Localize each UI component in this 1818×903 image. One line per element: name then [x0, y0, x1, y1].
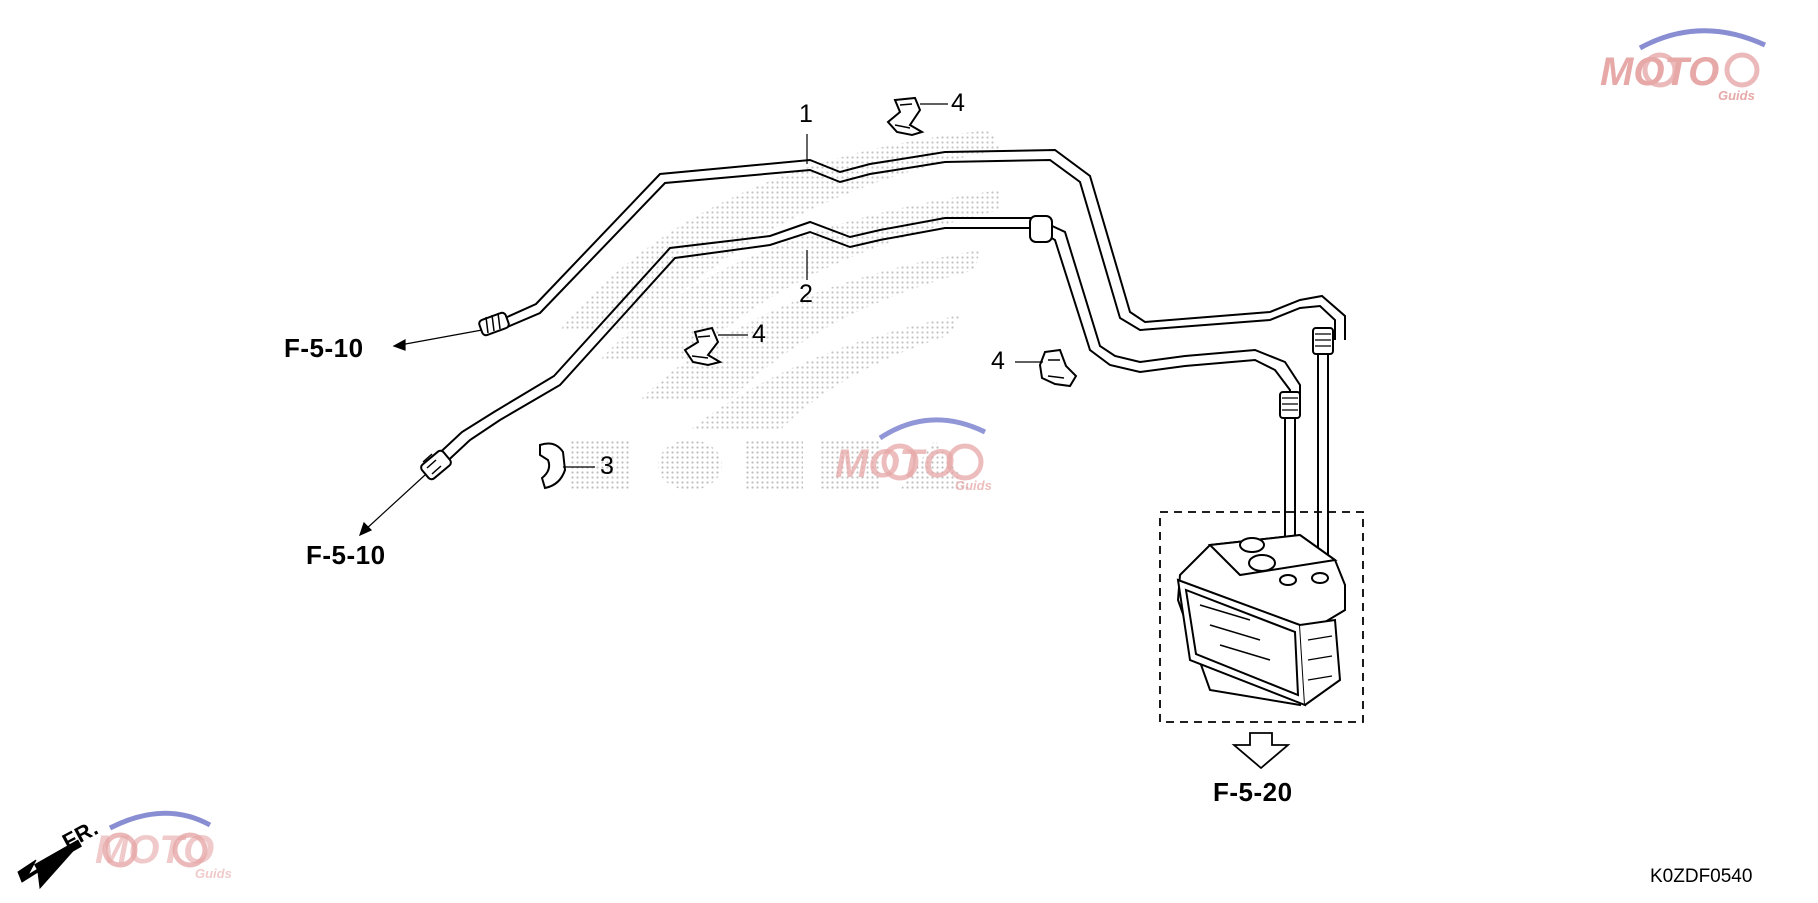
stipple-honda-letters — [570, 440, 970, 490]
watermark-sub-center: Guids — [955, 478, 992, 493]
pipe-1-flare-nut — [478, 311, 510, 337]
brake-pipe-2 — [431, 217, 1301, 469]
ref-modulator: F-5-20 — [1213, 777, 1293, 807]
pipe-2-flare-nut — [420, 449, 452, 481]
watermark-sub-bottom: Guids — [195, 866, 232, 881]
clip-part-4-mid — [683, 326, 723, 367]
arrow-upper-left-ref — [392, 329, 483, 351]
front-arrow-icon — [17, 839, 82, 890]
callout-part-4-top: 4 — [951, 89, 965, 117]
callout-part-3: 3 — [600, 452, 614, 480]
watermark-brand-top: MOTO — [1600, 50, 1720, 94]
arrow-lower-left-ref — [358, 474, 426, 537]
callout-part-4-mid: 4 — [752, 320, 766, 348]
callout-part-1: 1 — [799, 100, 813, 128]
brake-pipe-1 — [504, 148, 1346, 340]
abs-modulator — [1176, 533, 1346, 707]
bottom-left-watermark — [102, 810, 212, 868]
clip-part-3 — [539, 442, 567, 490]
stipple-wing-logo — [560, 130, 1000, 430]
ref-upper-left: F-5-10 — [284, 333, 364, 363]
arrow-modulator-ref — [1231, 732, 1291, 770]
watermark-sub-top: Guids — [1718, 88, 1755, 103]
top-right-watermark — [1638, 28, 1767, 88]
clip-part-4-top — [886, 96, 925, 137]
modulator-dashed-frame — [1159, 511, 1364, 723]
ref-lower-left: F-5-10 — [306, 540, 386, 570]
pipe-junction — [1029, 215, 1053, 243]
watermark-brand-bottom: MOTO — [95, 828, 215, 872]
watermark-brand-center: MOTO — [835, 442, 955, 486]
callout-part-2: 2 — [799, 280, 813, 308]
callout-part-4-right: 4 — [991, 347, 1005, 375]
diagram-code: K0ZDF0540 — [1650, 866, 1753, 887]
clip-part-4-right — [1038, 348, 1078, 388]
center-watermark — [878, 417, 987, 481]
